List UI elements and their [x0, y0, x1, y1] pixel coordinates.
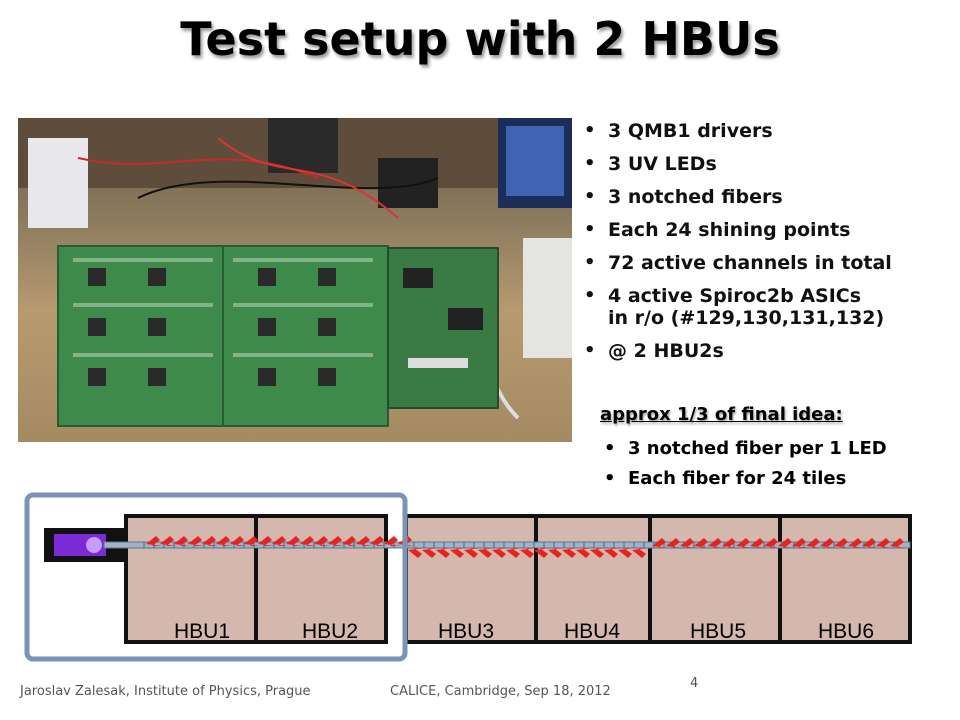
light-arrow — [216, 536, 232, 546]
light-arrow — [632, 548, 648, 558]
light-arrow — [286, 536, 302, 546]
light-arrow — [722, 538, 738, 548]
bullet-item: 72 active channels in total — [584, 252, 954, 274]
light-arrow — [244, 536, 260, 546]
light-arrow — [708, 538, 724, 548]
final-idea-bullet-list: 3 notched fiber per 1 LED Each fiber for… — [604, 438, 954, 498]
light-arrow — [750, 538, 766, 548]
hbu-fiber-diagram: HBU1 HBU2 HBU3 HBU4 HBU5 HBU6 — [24, 492, 912, 662]
light-arrow — [806, 538, 822, 548]
light-arrow — [834, 538, 850, 548]
bullet-continuation: in r/o (#129,130,131,132) — [608, 307, 885, 329]
light-arrow — [450, 548, 466, 558]
light-arrow — [862, 538, 878, 548]
light-arrow — [384, 536, 400, 546]
light-arrow — [778, 538, 794, 548]
light-arrow — [258, 536, 274, 546]
hbu-tiles — [124, 514, 912, 644]
bullet-item: 3 UV LEDs — [584, 153, 954, 175]
photo-illustration — [18, 118, 572, 427]
light-arrow — [436, 548, 452, 558]
hbu-tile — [124, 514, 258, 644]
light-arrow — [604, 548, 620, 558]
light-arrow — [652, 538, 668, 548]
light-arrow — [464, 548, 480, 558]
light-arrow — [618, 548, 634, 558]
light-arrow — [890, 538, 906, 548]
light-arrow — [174, 536, 190, 546]
light-arrow — [356, 536, 372, 546]
light-arrow — [146, 536, 162, 546]
light-arrow — [680, 538, 696, 548]
bullet-text: 4 active Spiroc2b ASICs — [608, 285, 862, 307]
light-arrow — [202, 536, 218, 546]
light-arrow — [736, 538, 752, 548]
light-arrow — [370, 536, 386, 546]
hbu-label: HBU5 — [690, 620, 746, 643]
light-arrow — [342, 536, 358, 546]
light-arrow — [876, 538, 892, 548]
active-hbu-highlight — [24, 492, 408, 662]
light-arrow — [848, 538, 864, 548]
page-number: 4 — [690, 676, 699, 691]
light-arrow — [548, 548, 564, 558]
footer-event: CALICE, Cambridge, Sep 18, 2012 — [390, 684, 611, 699]
bullet-item: @ 2 HBU2s — [584, 340, 954, 362]
light-arrow — [160, 536, 176, 546]
light-arrow — [328, 536, 344, 546]
final-idea-heading: approx 1/3 of final idea: — [600, 404, 843, 425]
light-arrow — [422, 548, 438, 558]
footer-author: Jaroslav Zalesak, Institute of Physics, … — [20, 684, 311, 699]
light-arrow — [694, 538, 710, 548]
light-arrow — [792, 538, 808, 548]
hbu-label: HBU6 — [818, 620, 874, 643]
bullet-item: 3 QMB1 drivers — [584, 120, 954, 142]
slide-title: Test setup with 2 HBUs — [180, 12, 780, 66]
bullet-item: 3 notched fibers — [584, 186, 954, 208]
light-arrow — [820, 538, 836, 548]
hbu-tile — [778, 514, 912, 644]
sub-bullet-item: 3 notched fiber per 1 LED — [604, 438, 954, 460]
sub-bullet-item: Each fiber for 24 tiles — [604, 468, 954, 490]
test-setup-photo — [18, 118, 572, 442]
light-arrow — [590, 548, 606, 558]
light-arrow — [408, 548, 424, 558]
hbu-label: HBU3 — [438, 620, 494, 643]
hbu-label: HBU1 — [174, 620, 230, 643]
light-arrow — [492, 548, 508, 558]
light-arrow — [300, 536, 316, 546]
light-arrow — [478, 548, 494, 558]
led-glow — [86, 537, 102, 553]
hbu-label: HBU4 — [564, 620, 620, 643]
hbu-label: HBU2 — [302, 620, 358, 643]
hbu-tile — [648, 514, 782, 644]
light-arrow — [314, 536, 330, 546]
light-arrow — [576, 548, 592, 558]
light-arrow — [562, 548, 578, 558]
light-arrows — [146, 536, 906, 558]
light-arrow — [520, 548, 536, 558]
bullet-item: Each 24 shining points — [584, 219, 954, 241]
setup-bullet-list: 3 QMB1 drivers 3 UV LEDs 3 notched fiber… — [584, 120, 954, 373]
light-arrow — [764, 538, 780, 548]
light-arrow — [188, 536, 204, 546]
light-arrow — [506, 548, 522, 558]
light-arrow — [272, 536, 288, 546]
light-arrow — [534, 548, 550, 558]
light-arrow — [230, 536, 246, 546]
light-arrow — [666, 538, 682, 548]
